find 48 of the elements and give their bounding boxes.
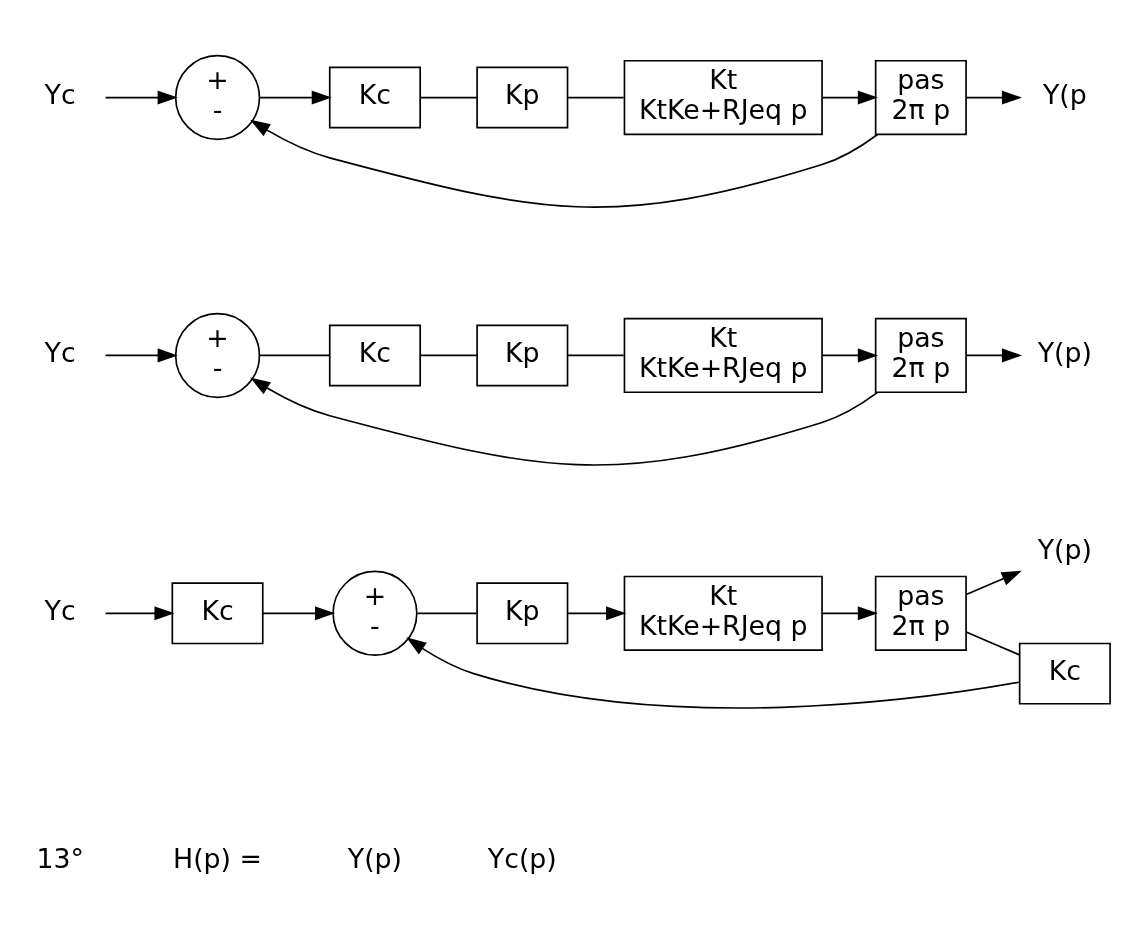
arrow — [965, 348, 1022, 363]
arrow — [258, 90, 332, 105]
node-box: pas 2π p — [874, 317, 967, 394]
node-text: Yc — [44, 594, 76, 626]
node-box: pas 2π p — [874, 575, 967, 651]
node-circle: + - — [332, 570, 418, 657]
arrow — [406, 637, 1020, 709]
node-box: Kt KtKe+RJeq p — [623, 575, 823, 651]
arrow — [104, 348, 178, 363]
connector — [965, 631, 1021, 656]
connector — [419, 96, 478, 99]
arrow — [104, 606, 175, 621]
node-box: Kc — [328, 66, 421, 129]
arrow — [821, 348, 878, 363]
node-text: Y(p — [1042, 78, 1087, 110]
arrow — [821, 90, 878, 105]
node-circle: + - — [174, 54, 261, 141]
label: H(p) = — [173, 842, 263, 874]
arrow — [262, 606, 336, 621]
arrow — [104, 90, 178, 105]
node-box: pas 2π p — [874, 59, 967, 136]
arrow — [250, 377, 879, 466]
node-box: Kt KtKe+RJeq p — [623, 317, 823, 394]
connector — [567, 96, 625, 99]
node-box: Kt KtKe+RJeq p — [623, 59, 823, 136]
arrow — [567, 606, 627, 621]
connector — [258, 354, 331, 357]
arrow — [965, 570, 1022, 596]
node-circle: + - — [174, 312, 261, 399]
label: 13° — [36, 842, 84, 874]
node-text: Yc — [44, 336, 76, 368]
label: Yc(p) — [487, 842, 557, 874]
arrow — [250, 119, 879, 208]
node-text: Y(p) — [1037, 336, 1092, 368]
node-box: Kc — [1018, 642, 1111, 705]
node-box: Kc — [328, 324, 421, 387]
node-box: Kp — [476, 324, 569, 387]
node-box: Kp — [476, 582, 569, 645]
connector — [416, 612, 478, 615]
node-box: Kp — [476, 66, 569, 129]
node-text: Y(p) — [1037, 534, 1092, 566]
arrow — [965, 90, 1022, 105]
node-box: Kc — [171, 582, 264, 645]
arrow — [821, 606, 878, 621]
label: Y(p) — [347, 842, 403, 874]
node-text: Yc — [44, 78, 76, 110]
connector — [567, 354, 625, 357]
connector — [419, 354, 478, 357]
